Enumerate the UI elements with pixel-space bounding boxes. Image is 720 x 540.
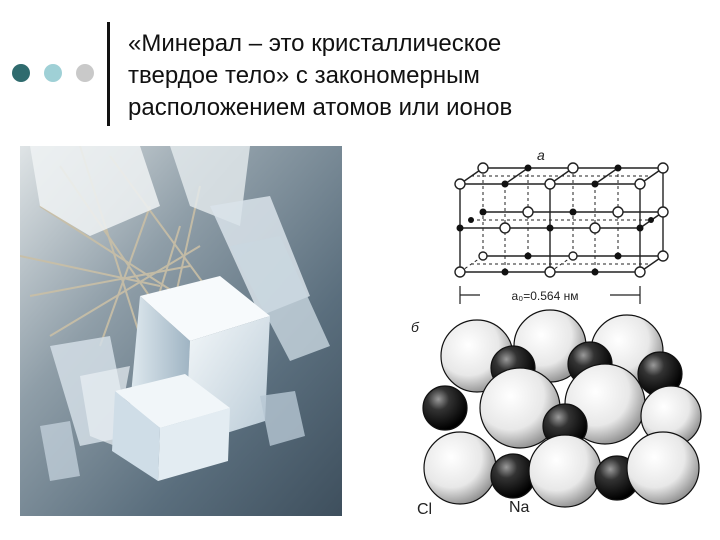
decorative-dots <box>12 64 102 84</box>
title-line-1: «Минерал – это кристаллическое <box>128 30 502 57</box>
label-na: Na <box>509 499 530 516</box>
dot-light-teal <box>44 64 62 82</box>
nacl-structure-diagram: а <box>411 147 702 518</box>
title-line-2: твердое тело» с закономерным <box>128 62 480 89</box>
label-b: б <box>411 319 420 335</box>
title-divider <box>107 22 110 126</box>
title-line-3: расположением атомов или ионов <box>128 94 513 121</box>
crystal-photo <box>20 146 342 516</box>
label-a: а <box>537 147 545 163</box>
na-ion-nodes <box>456 164 654 276</box>
cl-ion-nodes <box>454 162 669 278</box>
dot-gray <box>76 64 94 82</box>
sphere-packing-model <box>422 309 702 508</box>
dot-dark <box>12 64 30 82</box>
label-cl: Cl <box>417 501 432 518</box>
slide-title: «Минерал – это кристаллическое твердое т… <box>128 28 688 124</box>
lattice-param-label: a₀=0.564 нм <box>512 289 579 303</box>
